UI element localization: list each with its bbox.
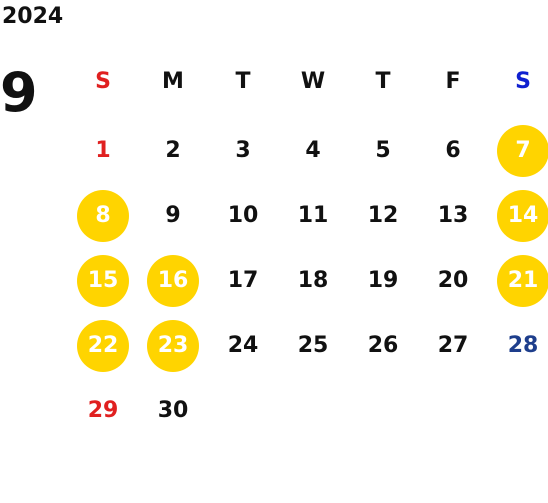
day-cell: 27 (418, 313, 488, 378)
day-cell: 18 (278, 248, 348, 313)
day-number-highlighted: 22 (77, 319, 129, 372)
day-cell: 8 (68, 183, 138, 248)
day-number: 2 (165, 137, 181, 163)
day-number: 5 (375, 137, 391, 163)
weekday-thursday: T (375, 69, 391, 94)
day-number: 28 (507, 332, 539, 358)
day-cell: 7 (488, 118, 548, 183)
day-number: 24 (227, 332, 259, 358)
day-number: 4 (305, 137, 321, 163)
day-cell: 15 (68, 248, 138, 313)
weekday-saturday: S (515, 69, 531, 94)
day-number-highlighted: 8 (77, 189, 129, 242)
day-cell: 2 (138, 118, 208, 183)
day-number: 29 (87, 397, 119, 423)
year-label: 2024 (2, 4, 64, 29)
day-cell: 12 (348, 183, 418, 248)
day-number: 3 (235, 137, 251, 163)
day-cell: 13 (418, 183, 488, 248)
day-cell: 16 (138, 248, 208, 313)
weekday-monday: M (162, 69, 184, 94)
day-cell: 14 (488, 183, 548, 248)
day-cell: 26 (348, 313, 418, 378)
day-number: 10 (227, 202, 259, 228)
day-number: 26 (367, 332, 399, 358)
weekday-tuesday: T (235, 69, 251, 94)
day-cell: 30 (138, 378, 208, 443)
day-number: 12 (367, 202, 399, 228)
day-number: 18 (297, 267, 329, 293)
day-number: 6 (445, 137, 461, 163)
day-number: 17 (227, 267, 259, 293)
day-cell: 23 (138, 313, 208, 378)
day-number: 9 (165, 202, 181, 228)
day-number: 20 (437, 267, 469, 293)
day-cell: 9 (138, 183, 208, 248)
weekday-wednesday: W (300, 69, 326, 94)
day-cell: 5 (348, 118, 418, 183)
day-cell: 25 (278, 313, 348, 378)
day-cell: 20 (418, 248, 488, 313)
day-number: 13 (437, 202, 469, 228)
day-cell: 29 (68, 378, 138, 443)
day-number: 27 (437, 332, 469, 358)
day-number-highlighted: 16 (147, 254, 199, 307)
day-number-highlighted: 15 (77, 254, 129, 307)
weekday-header: S M T W T F S (68, 60, 548, 104)
day-cell: 4 (278, 118, 348, 183)
day-cell: 24 (208, 313, 278, 378)
day-cell: 3 (208, 118, 278, 183)
weekday-friday: F (445, 69, 461, 94)
day-cell: 6 (418, 118, 488, 183)
day-number: 25 (297, 332, 329, 358)
day-cell: 1 (68, 118, 138, 183)
day-cell: 11 (278, 183, 348, 248)
weekday-sunday: S (95, 69, 111, 94)
day-number-highlighted: 21 (497, 254, 548, 307)
day-number: 11 (297, 202, 329, 228)
day-number-highlighted: 23 (147, 319, 199, 372)
day-number-highlighted: 7 (497, 124, 548, 177)
day-number: 19 (367, 267, 399, 293)
day-cell: 10 (208, 183, 278, 248)
day-number-highlighted: 14 (497, 189, 548, 242)
day-number: 30 (157, 397, 189, 423)
day-number: 1 (95, 137, 111, 163)
day-cell: 19 (348, 248, 418, 313)
day-cell: 21 (488, 248, 548, 313)
day-cell: 22 (68, 313, 138, 378)
day-cell: 28 (488, 313, 548, 378)
month-number: 9 (0, 61, 38, 124)
day-cell: 17 (208, 248, 278, 313)
